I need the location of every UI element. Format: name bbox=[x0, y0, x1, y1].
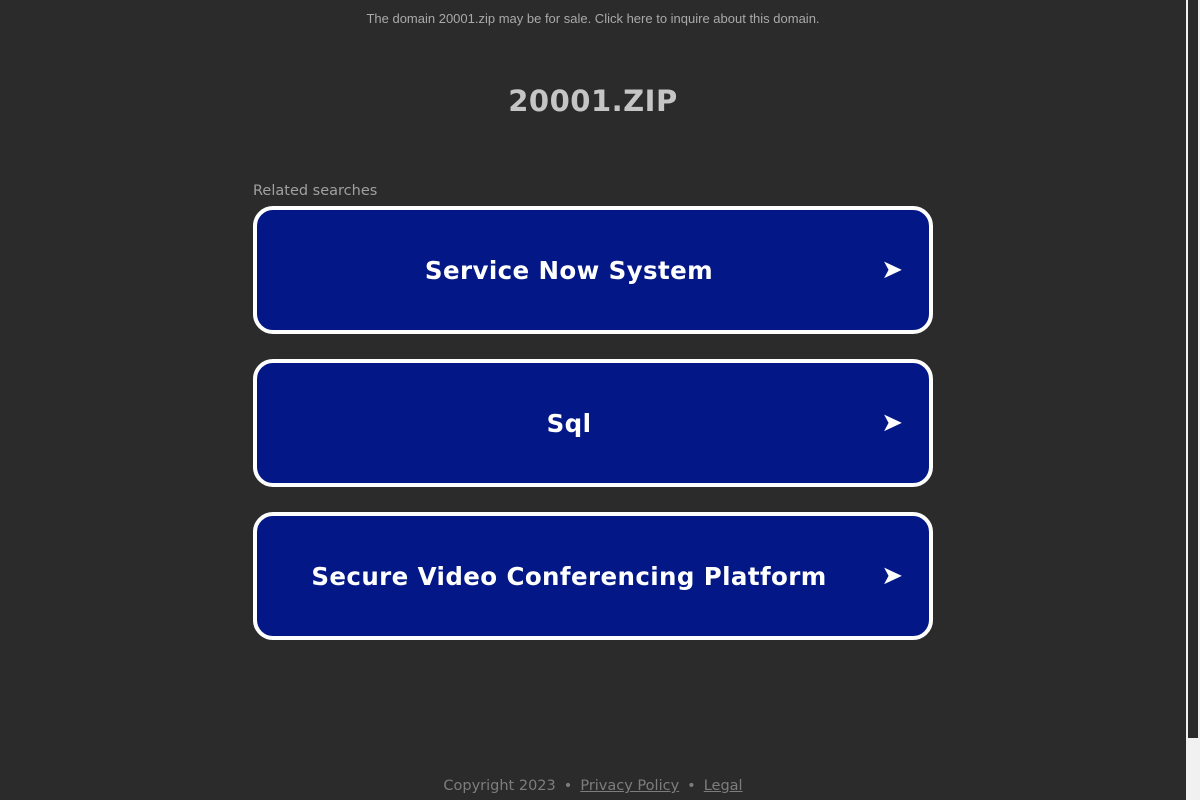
scrollbar-thumb[interactable] bbox=[1188, 0, 1198, 738]
vertical-scrollbar[interactable] bbox=[1186, 0, 1200, 800]
domain-sale-banner[interactable]: The domain 20001.zip may be for sale. Cl… bbox=[366, 11, 820, 26]
related-search-button-service-now-system[interactable]: Service Now System ➤ bbox=[253, 206, 933, 334]
related-search-label: Secure Video Conferencing Platform bbox=[311, 561, 827, 591]
related-search-button-sql[interactable]: Sql ➤ bbox=[253, 359, 933, 487]
arrow-right-icon: ➤ bbox=[881, 408, 903, 438]
related-searches-label: Related searches bbox=[253, 183, 378, 199]
copyright-text: Copyright 2023 bbox=[443, 778, 556, 794]
footer-separator: • bbox=[687, 778, 696, 794]
related-search-label: Service Now System bbox=[424, 255, 714, 285]
domain-title: 20001.ZIP bbox=[508, 84, 678, 118]
footer-separator: • bbox=[563, 778, 573, 794]
related-search-label: Sql bbox=[546, 408, 592, 438]
related-search-button-secure-video-conferencing-platform[interactable]: Secure Video Conferencing Platform ➤ bbox=[253, 512, 933, 640]
footer: Copyright 2023 • Privacy Policy • Legal bbox=[0, 778, 1186, 794]
legal-link[interactable]: Legal bbox=[703, 778, 743, 794]
arrow-right-icon: ➤ bbox=[881, 561, 903, 591]
privacy-policy-link[interactable]: Privacy Policy bbox=[580, 778, 680, 794]
arrow-right-icon: ➤ bbox=[881, 255, 903, 285]
related-searches-list: Service Now System ➤ Sql ➤ Secure Video … bbox=[253, 206, 933, 665]
